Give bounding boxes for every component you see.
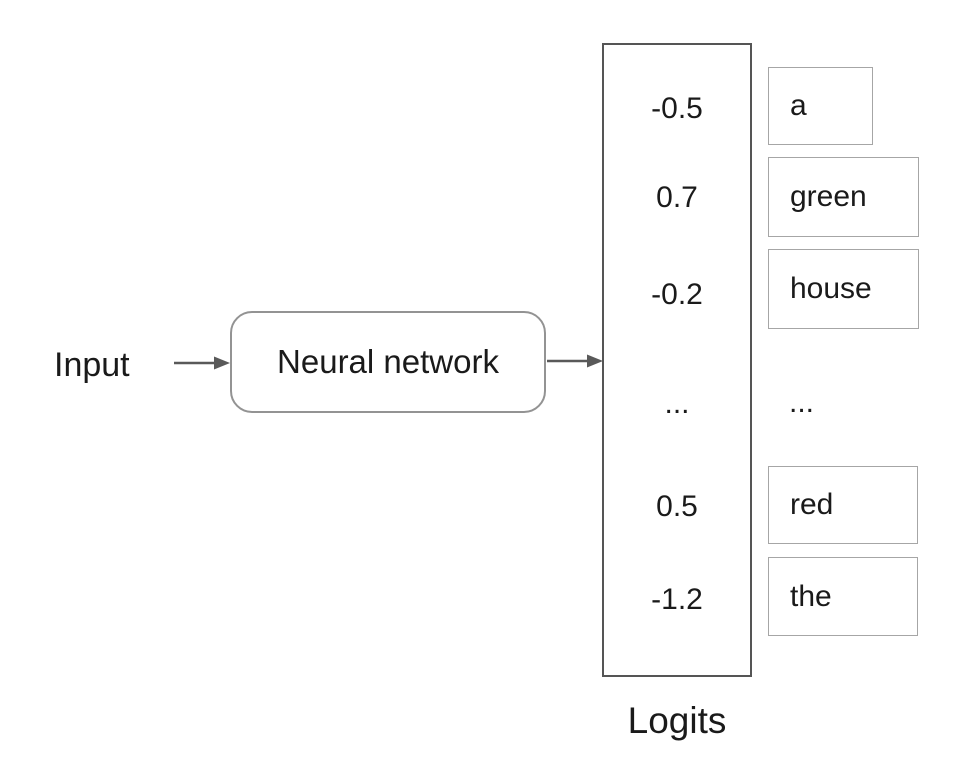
token-box: green bbox=[768, 157, 919, 237]
arrow-right-icon bbox=[174, 356, 230, 370]
logit-value: -0.2 bbox=[651, 278, 703, 311]
token-box: the bbox=[768, 557, 918, 636]
logit-value: 0.7 bbox=[656, 181, 698, 214]
token-box: red bbox=[768, 466, 918, 544]
neural-network-label: Neural network bbox=[277, 343, 499, 380]
arrow-right-icon bbox=[547, 354, 603, 368]
token-box: a bbox=[768, 67, 873, 145]
token-label: house bbox=[790, 272, 872, 305]
logit-value: -0.5 bbox=[651, 92, 703, 125]
token-label: green bbox=[790, 180, 867, 213]
token-box: house bbox=[768, 249, 919, 329]
token-label: a bbox=[790, 89, 807, 122]
token-label: the bbox=[790, 579, 832, 613]
logit-value: 0.5 bbox=[656, 490, 698, 523]
logit-value: -1.2 bbox=[651, 583, 703, 616]
logit-ellipsis: ... bbox=[664, 387, 690, 420]
input-label: Input bbox=[54, 346, 130, 384]
logits-vector-box: -0.5 0.7 -0.2 ... 0.5 -1.2 bbox=[602, 43, 752, 677]
token-ellipsis: ... bbox=[789, 386, 815, 419]
neural-network-box: Neural network bbox=[230, 311, 546, 413]
token-label: red bbox=[790, 488, 834, 521]
logits-caption: Logits bbox=[627, 700, 727, 741]
